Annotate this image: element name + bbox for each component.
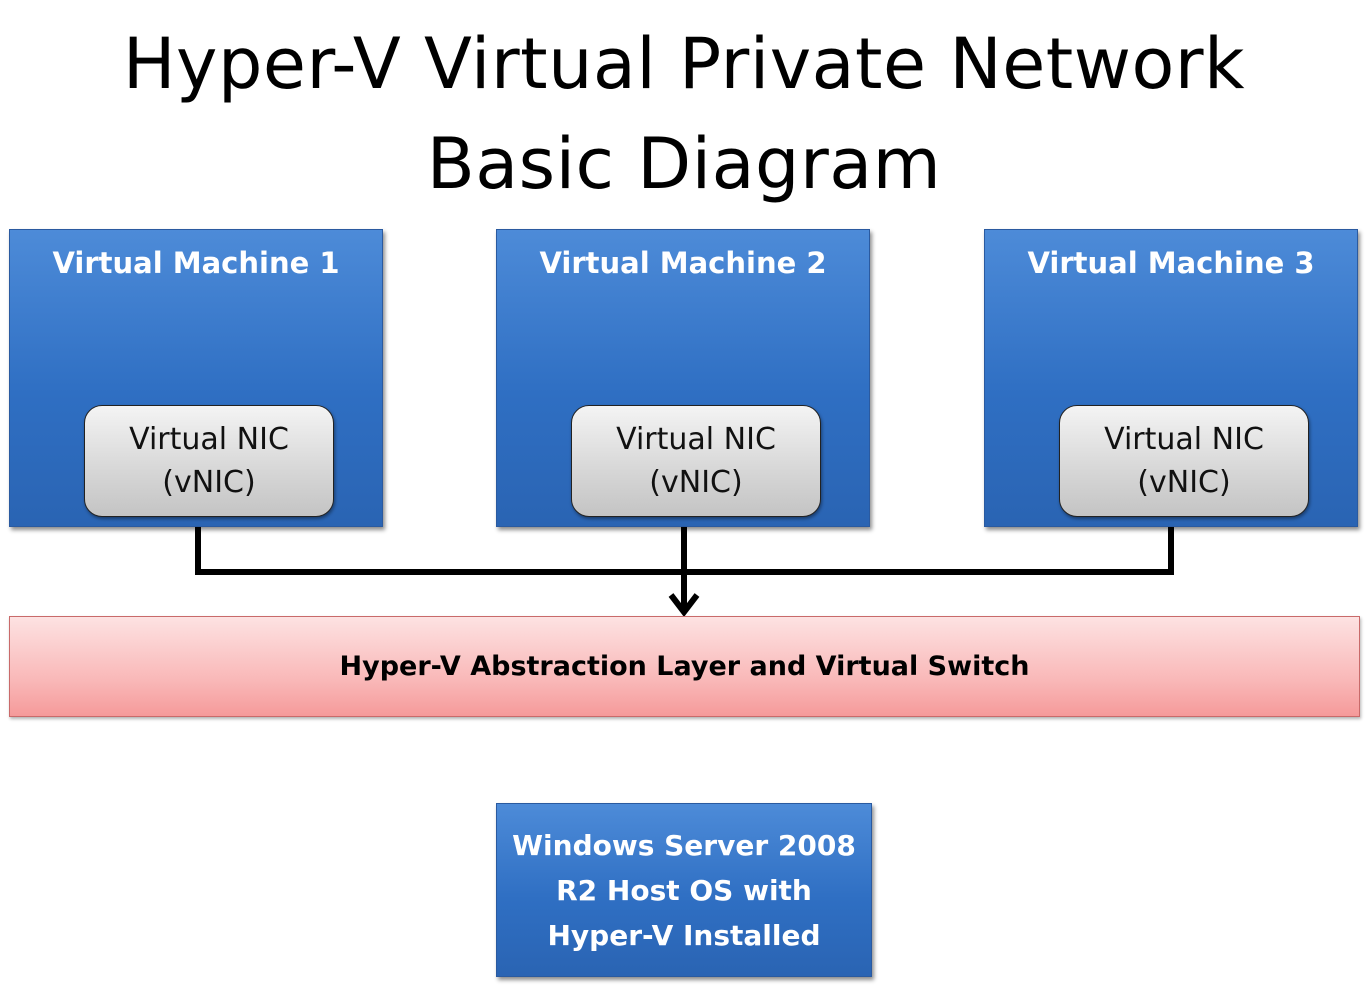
virtual-machine-2-vnic: Virtual NIC (vNIC) [571, 405, 821, 517]
host-os-box: Windows Server 2008 R2 Host OS with Hype… [496, 803, 872, 977]
host-os-line-3: Hyper-V Installed [547, 918, 821, 952]
vnic-label-line-2: (vNIC) [649, 465, 743, 500]
virtual-machine-2-label: Virtual Machine 2 [539, 246, 827, 280]
abstraction-layer-bar: Hyper-V Abstraction Layer and Virtual Sw… [9, 616, 1360, 717]
diagram-title-line-2: Basic Diagram [426, 123, 942, 205]
vnic-label-line-1: Virtual NIC [129, 422, 289, 457]
host-os-line-1: Windows Server 2008 [512, 828, 856, 862]
virtual-machine-1-label: Virtual Machine 1 [52, 246, 340, 280]
vnic-label-line-2: (vNIC) [1137, 465, 1231, 500]
virtual-machine-3-box: Virtual Machine 3 Virtual NIC (vNIC) [984, 229, 1358, 527]
virtual-machine-3-label: Virtual Machine 3 [1027, 246, 1315, 280]
virtual-machine-1-box: Virtual Machine 1 Virtual NIC (vNIC) [9, 229, 383, 527]
abstraction-layer-label: Hyper-V Abstraction Layer and Virtual Sw… [339, 651, 1030, 682]
arrowhead-icon [668, 593, 700, 617]
diagram-title-line-1: Hyper-V Virtual Private Network [122, 23, 1246, 105]
host-os-line-2: R2 Host OS with [556, 873, 812, 907]
vnic-label-line-1: Virtual NIC [1104, 422, 1264, 457]
vnic-label-line-2: (vNIC) [162, 465, 256, 500]
virtual-machine-1-vnic: Virtual NIC (vNIC) [84, 405, 334, 517]
virtual-machine-2-box: Virtual Machine 2 Virtual NIC (vNIC) [496, 229, 870, 527]
virtual-machine-3-vnic: Virtual NIC (vNIC) [1059, 405, 1309, 517]
vnic-label-line-1: Virtual NIC [616, 422, 776, 457]
